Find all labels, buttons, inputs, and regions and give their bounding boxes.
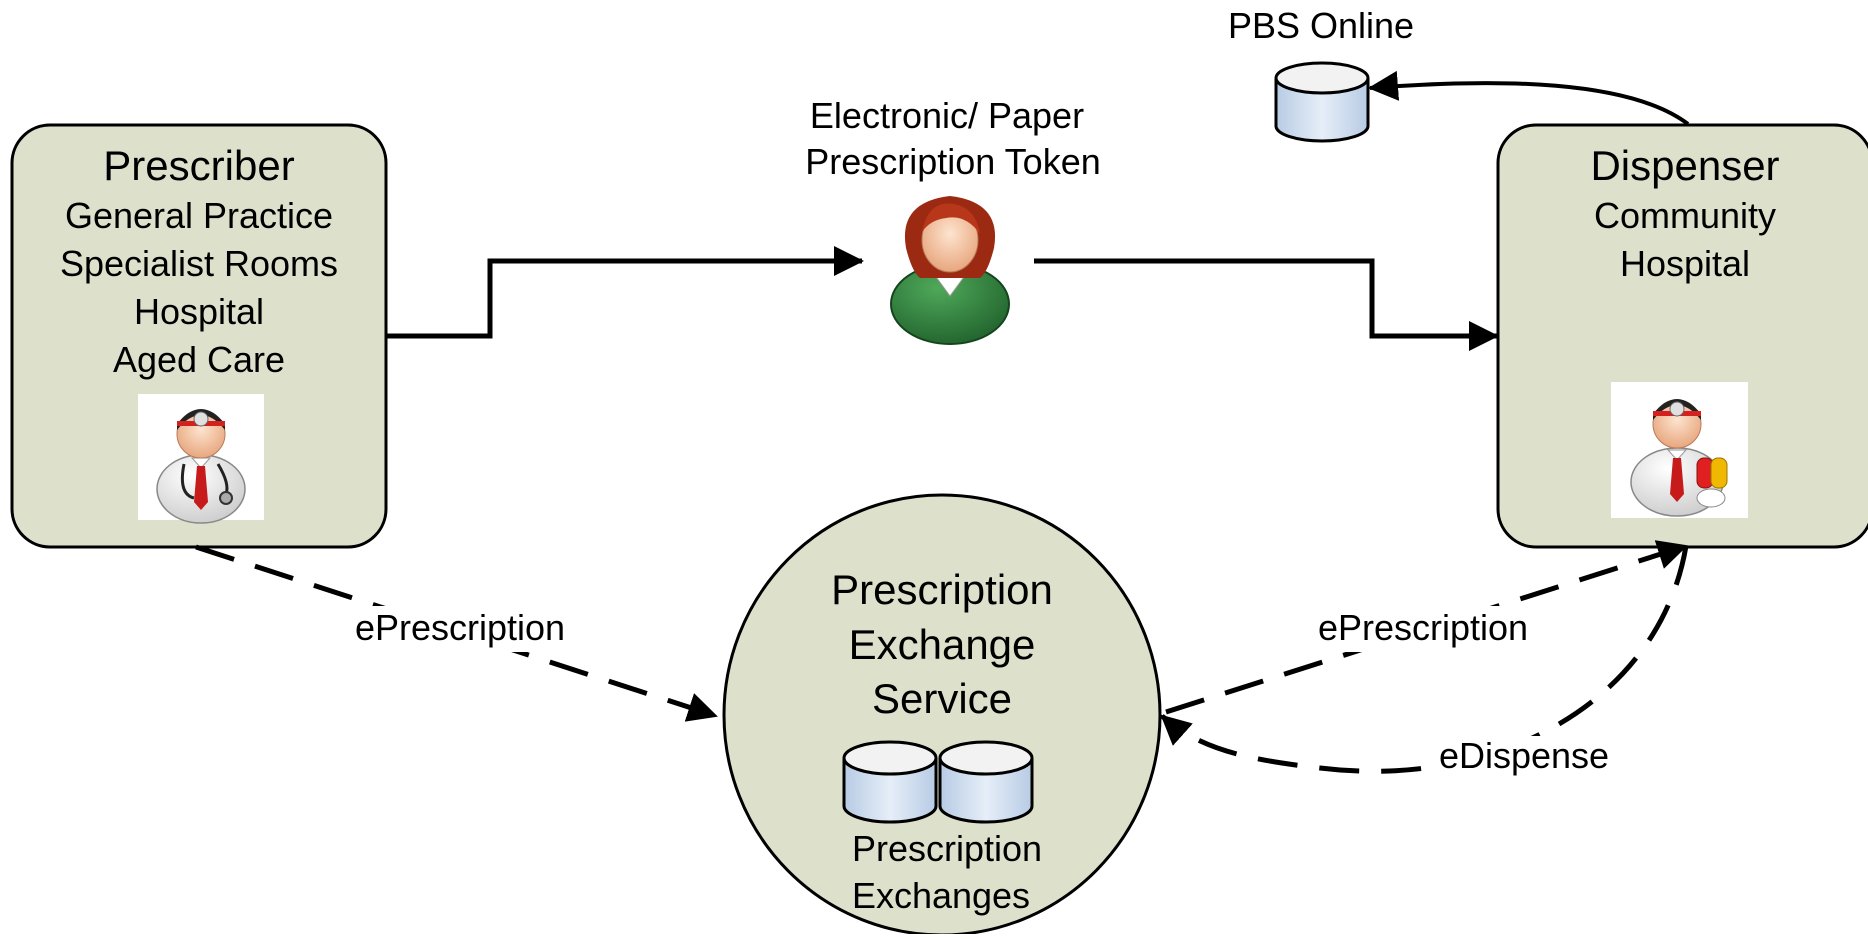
prescriber-line: Hospital [134, 291, 264, 332]
dispenser-line: Community [1594, 195, 1776, 236]
dispenser-line: Hospital [1620, 243, 1750, 284]
dispenser-to-pbs-arrow [1368, 70, 1690, 126]
exchange-database-icon [938, 740, 1034, 824]
dispenser-box: Dispenser Community Hospital [1496, 123, 1868, 549]
prescription-exchange-service: Prescription Exchange Service Prescripti… [722, 493, 1162, 937]
edispense-label: eDispense [1439, 735, 1609, 776]
doctor-icon [138, 394, 264, 524]
eprescription-right-label: ePrescription [1318, 607, 1528, 648]
exchange-db-label-line: Exchanges [852, 875, 1030, 916]
exchange-database-icon [842, 740, 938, 824]
prescriber-line: Specialist Rooms [60, 243, 338, 284]
pharmacist-icon [1611, 382, 1748, 518]
prescriber-line: Aged Care [113, 339, 285, 380]
patient-icon [890, 196, 1010, 345]
eprescription-left-label: ePrescription [355, 607, 565, 648]
edispense-arrow [1160, 545, 1689, 774]
token-label-line: Electronic/ Paper [810, 95, 1084, 136]
dispenser-title: Dispenser [1590, 142, 1779, 189]
prescriber-line: General Practice [65, 195, 333, 236]
prescriber-to-token-arrow [386, 246, 864, 339]
prescriber-box: Prescriber General Practice Specialist R… [10, 123, 388, 549]
token-to-dispenser-arrow [1034, 258, 1499, 351]
prescriber-title: Prescriber [103, 142, 294, 189]
token-label-line: Prescription Token [805, 141, 1101, 182]
exchange-title-line: Exchange [849, 621, 1036, 668]
exchange-db-label-line: Prescription [852, 828, 1042, 869]
exchange-title-line: Service [872, 675, 1012, 722]
pbs-online-database-icon [1274, 61, 1370, 143]
exchange-title-line: Prescription [831, 566, 1053, 613]
pbs-online-label: PBS Online [1228, 5, 1414, 46]
